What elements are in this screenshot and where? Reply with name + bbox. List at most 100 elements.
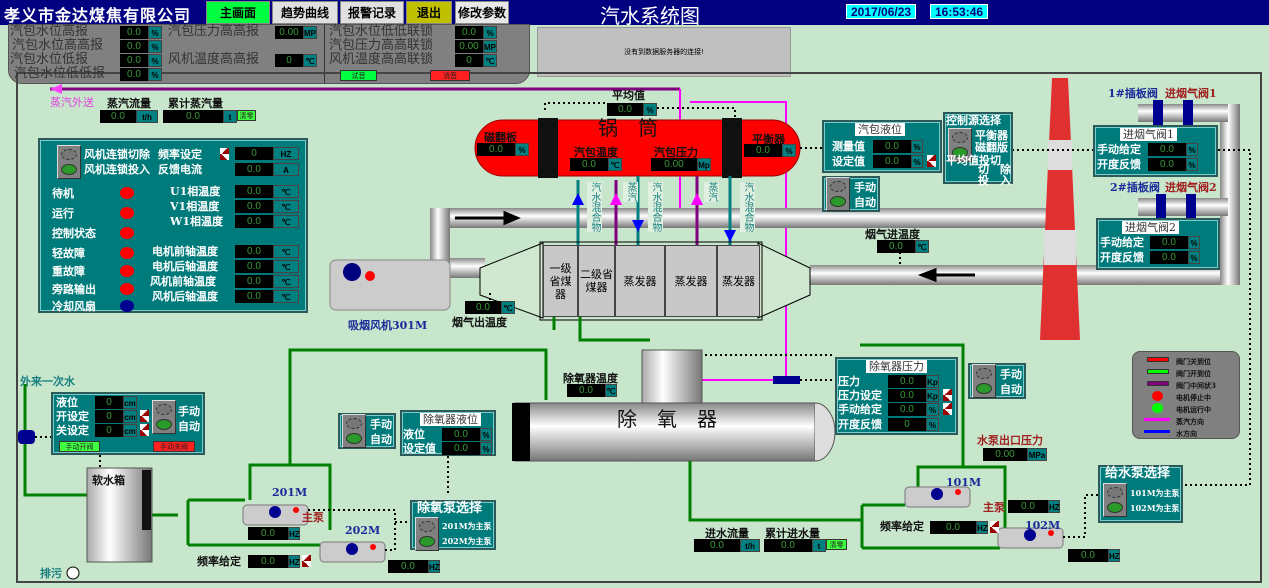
steam-reset-button[interactable]: 清零 <box>237 110 256 121</box>
steam-up-arrow-icon <box>691 193 703 205</box>
deaerator-level-mode-toggle[interactable] <box>342 414 366 448</box>
water-reset-button[interactable]: 清零 <box>826 539 847 550</box>
deaerator-pressure-label: 压力 <box>838 375 860 388</box>
unit: ℃ <box>273 290 299 303</box>
toggle-off-icon <box>952 132 968 143</box>
up-down-icon[interactable] <box>220 148 229 160</box>
unit: ℃ <box>501 301 515 314</box>
down-arrow-icon[interactable] <box>302 561 311 567</box>
drum-name: 锅 筒 <box>598 116 658 140</box>
feed-pump-select-toggle[interactable] <box>1103 483 1127 517</box>
lock-level-ll-label: 汽包水位低低联锁 <box>329 24 434 39</box>
lock-level-ll-value: 0.0% <box>455 26 497 39</box>
deaerator-pump-select-toggle[interactable] <box>415 517 439 551</box>
up-down-icon[interactable] <box>990 521 999 533</box>
up-arrow-icon[interactable] <box>302 555 311 561</box>
up-down-icon[interactable] <box>943 403 952 415</box>
source-balancer: 平衡器 <box>975 129 1008 142</box>
up-arrow-icon[interactable] <box>927 155 936 161</box>
value: 0.0 <box>1008 500 1048 513</box>
up-down-icon[interactable] <box>927 155 936 167</box>
value: 0.0 <box>764 539 812 552</box>
value: 0.0 <box>1150 236 1188 249</box>
fan-pipe-bend <box>430 208 450 268</box>
unit: MP <box>483 40 497 53</box>
unit: ℃ <box>605 384 617 397</box>
status-indicator <box>120 265 134 277</box>
manual-open-valve-button[interactable]: 手动开阀 <box>59 441 100 452</box>
economizer-section: 一级省煤器 <box>543 245 578 317</box>
up-arrow-icon[interactable] <box>990 521 999 527</box>
down-arrow-icon[interactable] <box>220 154 229 160</box>
water-down-arrow-icon <box>632 220 644 232</box>
nav-main-screen[interactable]: 主画面 <box>206 1 270 24</box>
valve2-feedback-value: 0.0% <box>1150 251 1200 264</box>
unit: % <box>148 26 162 39</box>
up-down-icon[interactable] <box>140 410 149 422</box>
value: 0.0 <box>694 539 740 552</box>
deaerator-feedback-value: 0% <box>888 418 939 431</box>
alarm-level-low-low-label: 汽包水位低低报 <box>14 66 106 81</box>
soft-close-set-label: 关设定 <box>56 424 89 437</box>
value: 0.0 <box>888 375 926 388</box>
down-arrow-icon[interactable] <box>990 527 999 533</box>
nav-edit-params[interactable]: 修改参数 <box>455 1 509 24</box>
date-display: 2017/06/23 <box>846 4 917 19</box>
fan-temp-label: 风机后轴温度 <box>152 290 218 303</box>
up-arrow-icon[interactable] <box>220 148 229 154</box>
nav-alarm-log[interactable]: 报警记录 <box>340 1 404 24</box>
unit: Kp <box>926 375 939 388</box>
up-arrow-icon[interactable] <box>140 424 149 430</box>
test-sound-button[interactable]: 试音 <box>340 70 377 81</box>
legend-swatch <box>1147 369 1169 374</box>
value: 0 <box>455 54 483 67</box>
value: 0.00 <box>275 26 303 39</box>
unit: % <box>148 40 162 53</box>
tank-level-gauge <box>142 470 151 530</box>
down-arrow-icon[interactable] <box>943 395 952 401</box>
fan-lock-toggle[interactable] <box>57 145 81 179</box>
flow-right-arrow-icon <box>455 210 521 226</box>
up-arrow-icon[interactable] <box>943 389 952 395</box>
deaerator-pressure-mode-toggle[interactable] <box>972 364 996 398</box>
deaerator-level-mode-manual: 手动 <box>370 418 392 431</box>
up-down-icon[interactable] <box>943 389 952 401</box>
nav-trend-curve[interactable]: 趋势曲线 <box>272 1 338 24</box>
up-down-icon[interactable] <box>302 555 311 567</box>
deaerator-pump-select-title: 除氧泵选择 <box>417 501 483 516</box>
steam-export-label: 蒸汽外送 <box>50 96 94 109</box>
drain-valve-icon <box>66 566 80 580</box>
soft-mode-toggle[interactable] <box>152 400 176 434</box>
toggle-on-icon <box>1107 502 1123 513</box>
legend-swatch <box>1147 357 1169 362</box>
down-arrow-icon[interactable] <box>927 161 936 167</box>
up-arrow-icon[interactable] <box>943 403 952 409</box>
value: 0.0 <box>1150 251 1188 264</box>
alarm-level-high-high-value: 0.0% <box>120 40 162 53</box>
up-down-icon[interactable] <box>140 424 149 436</box>
unit: % <box>480 428 492 441</box>
down-arrow-icon[interactable] <box>140 416 149 422</box>
unit: % <box>480 442 492 455</box>
pump-outlet-pressure-label: 水泵出口压力 <box>977 434 1043 447</box>
soft-water-tank <box>86 467 153 563</box>
fan-lock-off-label: 风机连锁切除 <box>84 148 150 161</box>
down-arrow-icon[interactable] <box>140 430 149 436</box>
dpump-opt-202: 202M为主泵 <box>442 536 492 546</box>
down-arrow-icon[interactable] <box>943 409 952 415</box>
inlet-water-label: 外来一次水 <box>20 375 75 388</box>
manual-close-valve-button[interactable]: 手动关阀 <box>153 441 195 452</box>
unit: Mp <box>697 158 711 171</box>
fan-temp-value: 0.0℃ <box>235 260 299 273</box>
signal-lines <box>35 102 1251 551</box>
valve1-manual-value: 0.0% <box>1148 143 1198 156</box>
nav-exit[interactable]: 退出 <box>406 1 452 24</box>
control-source-toggle[interactable] <box>948 128 972 162</box>
mute-button[interactable]: 消音 <box>430 70 470 81</box>
alarm-level-high-high-label: 汽包水位高高报 <box>12 38 104 53</box>
unit: % <box>483 26 497 39</box>
up-arrow-icon[interactable] <box>140 410 149 416</box>
drum-level-mode-toggle[interactable] <box>826 177 850 211</box>
